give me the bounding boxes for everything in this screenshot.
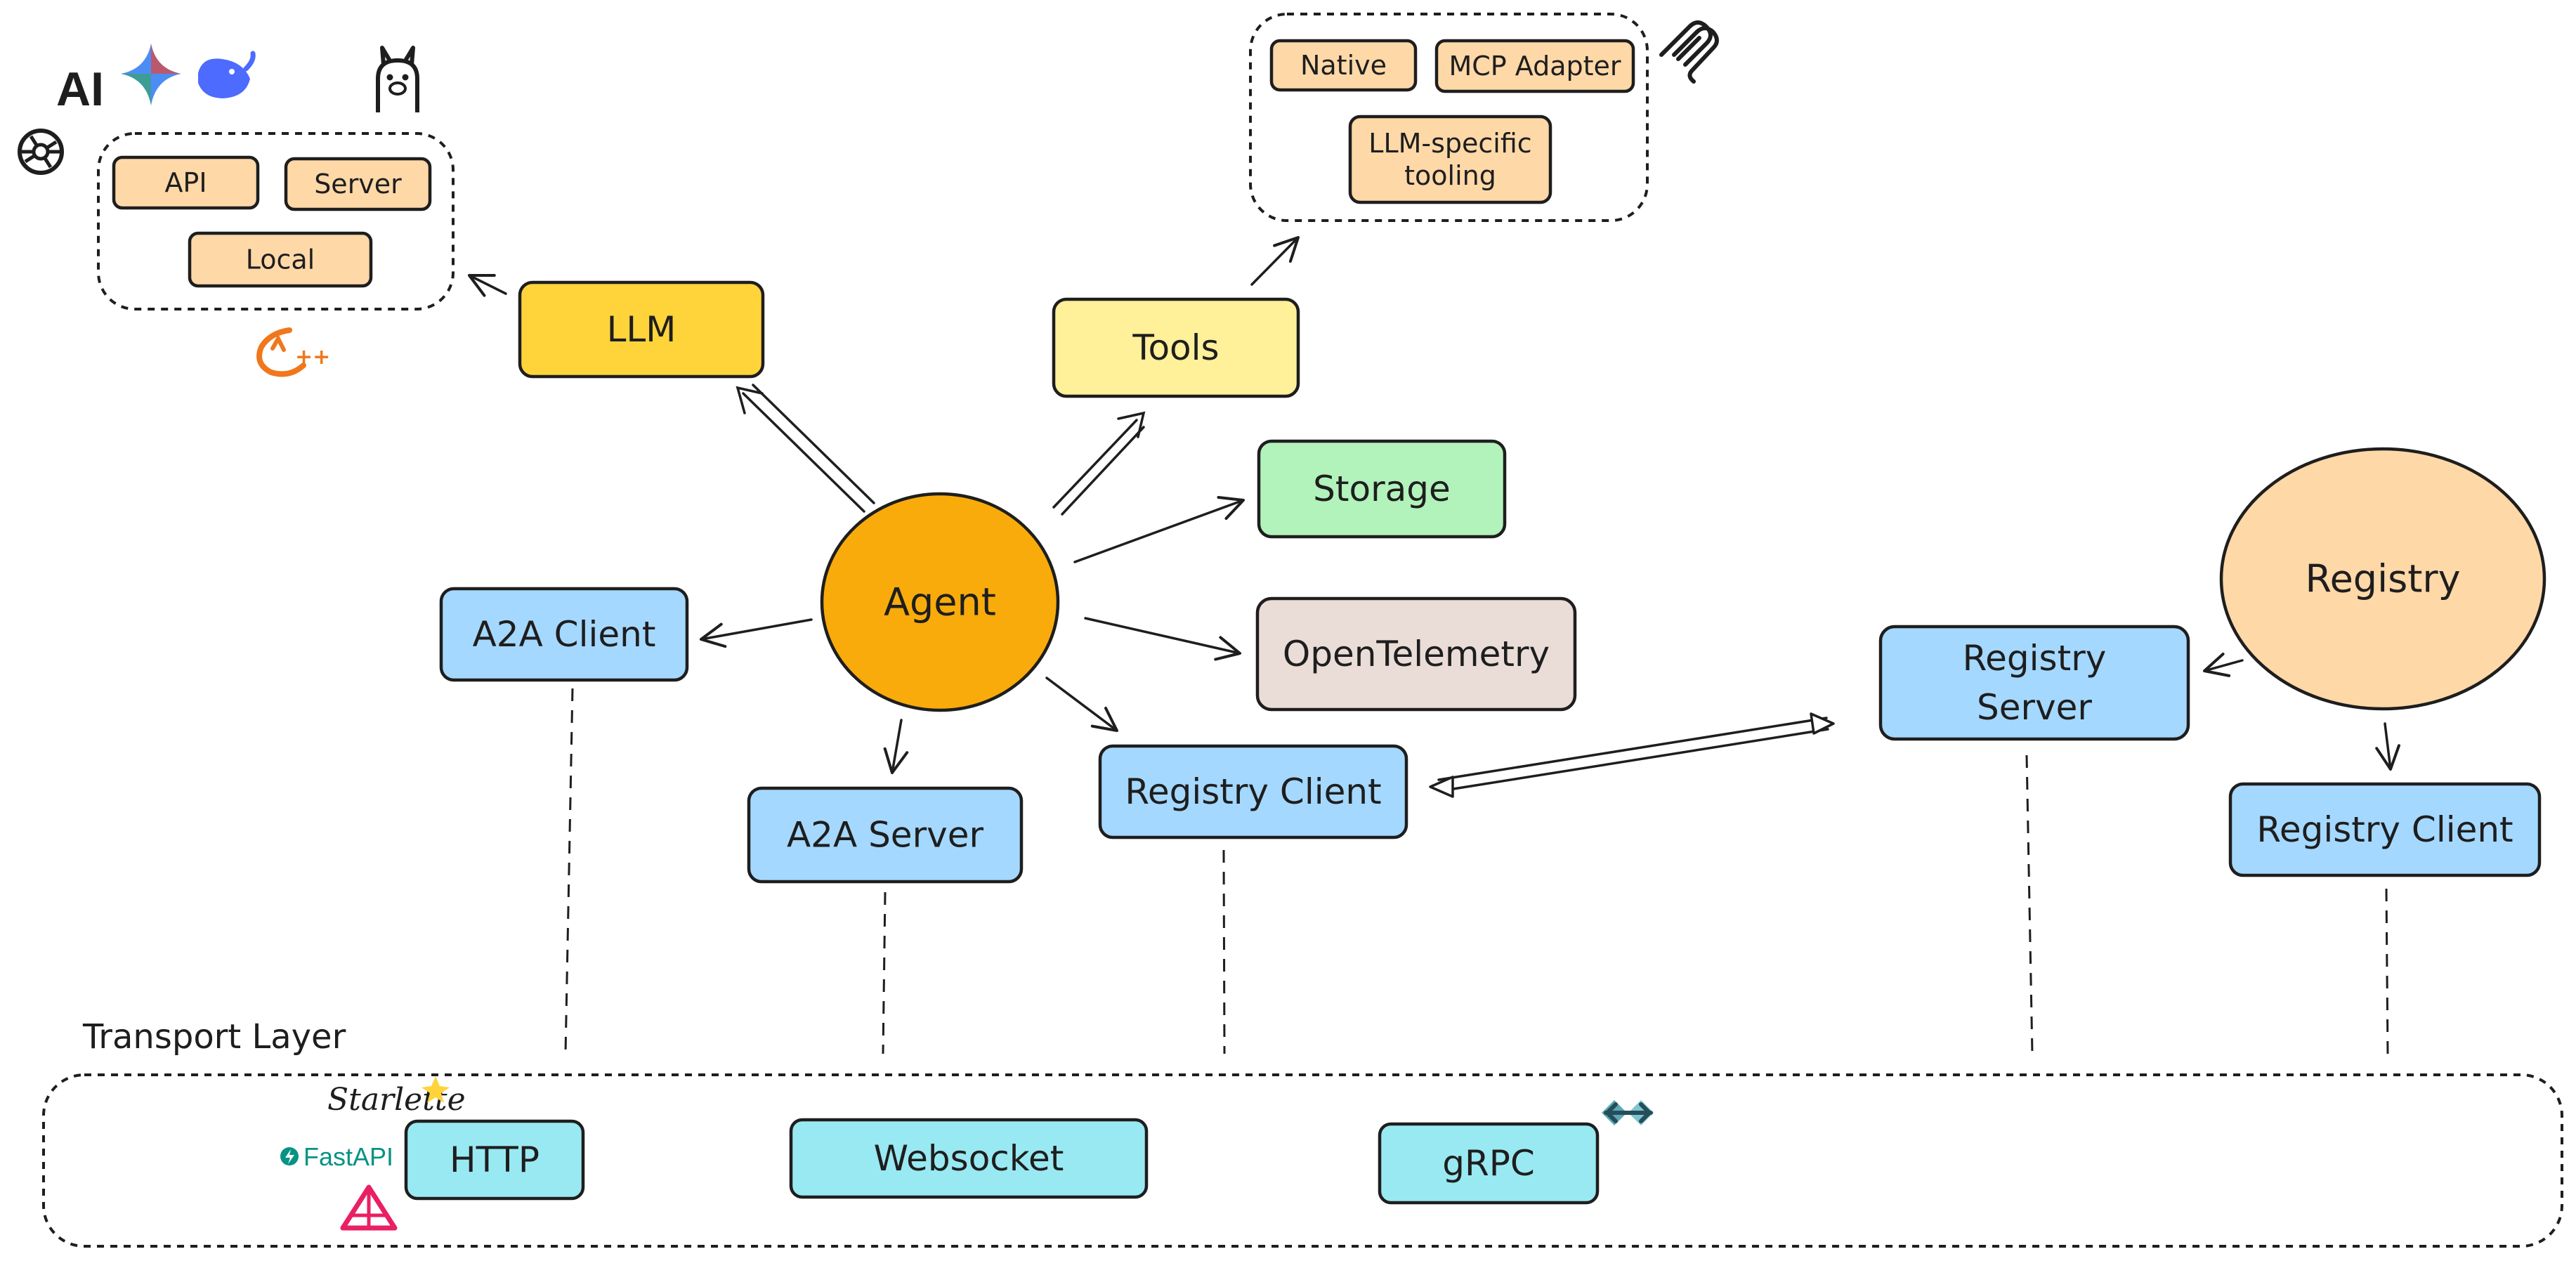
registry-label: Registry [2305, 557, 2460, 601]
storage-label: Storage [1313, 469, 1451, 509]
llm-options-group: API Server Local [97, 132, 455, 311]
arrow-agent-to-storage [1073, 495, 1245, 563]
a2a-server-node[interactable]: A2A Server [747, 786, 1024, 884]
opentelemetry-node[interactable]: OpenTelemetry [1255, 596, 1577, 712]
dashed-registry-client-2-to-transport [2385, 888, 2389, 1054]
tools-label: Tools [1132, 327, 1219, 368]
llm-node[interactable]: LLM [518, 280, 765, 379]
deepseek-logo [198, 51, 256, 98]
arrow-agent-to-opentelemetry [1084, 617, 1241, 661]
text-line: LLM-specific [1368, 128, 1531, 159]
agent-label: Agent [884, 580, 996, 625]
cpp-plus-text: ++ [295, 345, 330, 370]
gemini-logo [121, 44, 181, 105]
transport-grpc-label: gRPC [1442, 1143, 1535, 1184]
llm-provider-logos: AI ++ [18, 44, 419, 377]
llm-option-local-label: Local [246, 244, 315, 275]
arrow-agent-to-llm [735, 384, 875, 513]
transport-websocket-label: Websocket [874, 1138, 1064, 1179]
registry-node[interactable]: Registry [2219, 447, 2546, 711]
cpp-logo: ++ [256, 327, 330, 377]
arrow-tools-to-tool-options [1250, 236, 1300, 286]
a2a-server-label: A2A Server [787, 815, 984, 856]
text-line: Server [1977, 687, 2092, 728]
llm-option-local: Local [188, 231, 373, 288]
llm-option-api-label: API [164, 167, 207, 198]
arrow-agent-to-a2a-client [699, 618, 813, 648]
arrow-agent-to-registry-client [1045, 677, 1118, 732]
llm-option-server: Server [284, 157, 432, 211]
registry-client-registry-label: Registry Client [2256, 809, 2513, 850]
arrow-agent-to-tools [1052, 411, 1146, 516]
dashed-a2a-client-to-transport [564, 688, 574, 1054]
starlette-star-icon [421, 1076, 450, 1103]
grpc-logo [1602, 1100, 1654, 1125]
arrow-llm-to-llm-options [468, 274, 507, 297]
transport-websocket-node[interactable]: Websocket [789, 1118, 1149, 1199]
a2a-client-label: A2A Client [473, 614, 656, 655]
transport-http-node[interactable]: HTTP [404, 1119, 585, 1201]
fastapi-logo: FastAPI [280, 1142, 393, 1171]
pydantic-logo [340, 1184, 398, 1231]
transport-layer-title: Transport Layer [82, 1017, 346, 1057]
dashed-registry-server-to-transport [2025, 754, 2034, 1054]
transport-http-label: HTTP [450, 1139, 540, 1180]
llm-label: LLM [607, 309, 676, 350]
connectors [468, 236, 2400, 1054]
text-line: tooling [1404, 160, 1496, 191]
text-line: Registry [1963, 638, 2107, 679]
transport-grpc-node[interactable]: gRPC [1378, 1122, 1600, 1205]
arrow-registry-client-to-registry-server [1429, 712, 1835, 798]
mcp-logo [1659, 20, 1719, 84]
anthropic-logo: AI [56, 63, 104, 116]
registry-client-agent-node[interactable]: Registry Client [1098, 744, 1408, 839]
dashed-a2a-server-to-transport [882, 891, 887, 1054]
openai-logo [18, 129, 64, 175]
tools-node[interactable]: Tools [1052, 297, 1300, 398]
registry-client-registry-node[interactable]: Registry Client [2228, 782, 2542, 877]
tool-option-native-label: Native [1300, 50, 1387, 81]
tool-option-mcp-adapter: MCP Adapter [1434, 39, 1635, 93]
a2a-client-node[interactable]: A2A Client [439, 587, 689, 682]
registry-client-agent-label: Registry Client [1125, 771, 1381, 812]
arrow-agent-to-a2a-server [883, 719, 909, 774]
storage-node[interactable]: Storage [1257, 439, 1507, 539]
ollama-logo [376, 46, 419, 112]
arrow-registry-to-registry-server [2203, 653, 2244, 677]
llm-option-api: API [112, 155, 260, 210]
tool-option-mcp-adapter-label: MCP Adapter [1449, 51, 1621, 81]
llm-option-server-label: Server [314, 169, 402, 200]
tool-option-native: Native [1269, 39, 1418, 92]
arrow-registry-to-registry-client [2375, 722, 2400, 771]
transport-layer: Transport Layer HTTP Starlette FastAPI W… [42, 1017, 2563, 1248]
agent-node[interactable]: Agent [820, 492, 1060, 712]
opentelemetry-label: OpenTelemetry [1283, 634, 1550, 674]
fastapi-logo-text: FastAPI [303, 1142, 393, 1171]
